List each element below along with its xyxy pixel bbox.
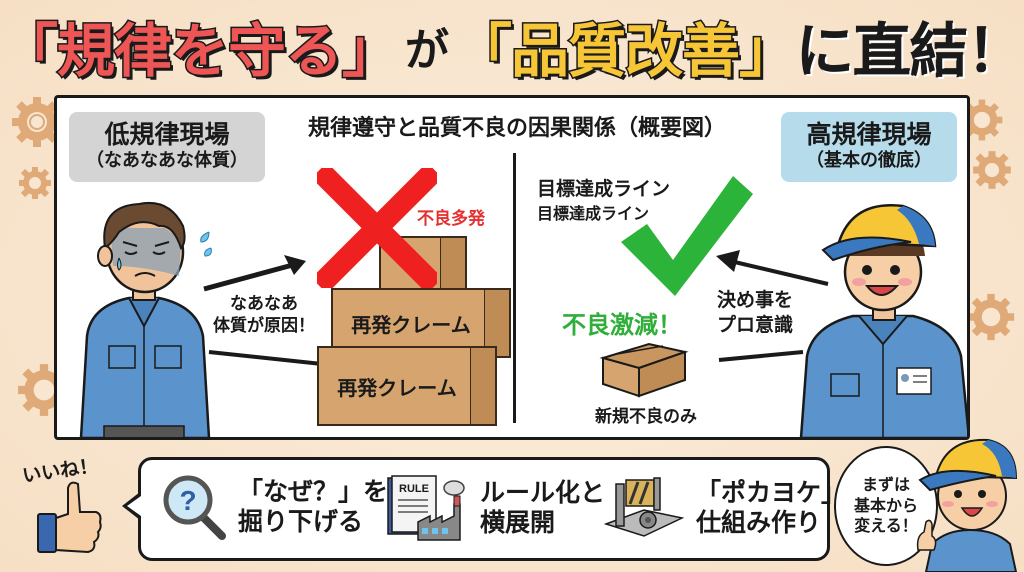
title-part-direct: に直結！: [796, 17, 1024, 86]
speech-line3: 変える！: [854, 516, 918, 536]
high-discipline-label: 高規律現場 （基本の徹底）: [781, 112, 957, 182]
high-cause-line2: プロ意識: [717, 313, 794, 336]
low-label-sub: （なあなあな体質）: [86, 150, 248, 171]
high-cause-text: 決め事を プロ意識: [717, 288, 793, 337]
tip-pokayoke-text: 「ポカヨケ」 仕組み作り: [696, 478, 846, 538]
tip-rules-text: ルール化と 横展開: [480, 478, 605, 538]
tip-rules-line2: 横展開: [480, 508, 556, 537]
svg-text:?: ?: [179, 485, 196, 516]
tip-rules-line1: ルール化と: [480, 478, 606, 507]
goal-line-2: 目標達成ライン: [537, 204, 650, 223]
claim-box-label: 再発クレーム: [337, 375, 457, 400]
high-cause-line1: 決め事を: [717, 289, 794, 311]
tip-why-text: 「なぜ？」を 掘り下げる: [238, 477, 388, 537]
red-x-icon: [317, 168, 437, 288]
goal-line-1: 目標達成ライン: [537, 178, 671, 200]
tip-rules: RULE ルール化と 横展開: [384, 474, 605, 542]
bubble-tail-inner: [127, 496, 141, 516]
arrow-icon: [716, 250, 829, 286]
tip-pokayoke: 「ポカヨケ」 仕組み作り: [604, 474, 846, 542]
green-check-icon: [621, 176, 753, 296]
speech-line1: まずは: [861, 474, 910, 494]
gear-icon: [967, 293, 1015, 341]
thumbs-up-icon: [37, 481, 102, 554]
center-divider: [513, 153, 516, 423]
gear-icon: [961, 99, 1003, 141]
defect-reduced-label: 不良激減！: [562, 311, 682, 339]
tip-why-line2: 掘り下げる: [238, 507, 364, 536]
low-cause-text: なあなあ 体質が原因！: [209, 293, 319, 337]
poka-yoke-jig-icon: [604, 477, 684, 537]
speech-line2: 基本から: [853, 495, 918, 515]
defect-frequent-label: 不良多発: [417, 209, 485, 229]
sad-worker-illustration: [79, 202, 212, 437]
low-label-main: 低規律現場: [104, 120, 230, 149]
comparison-panel: 規律遵守と品質不良の因果関係（概要図） 低規律現場 （なあなあな体質）: [54, 95, 970, 440]
mascot-worker-illustration: [916, 438, 1018, 572]
magnifier-question-icon: ?: [163, 475, 226, 540]
tips-bubble: [138, 457, 830, 561]
happy-worker-illustration: [799, 204, 967, 437]
gear-icon: [973, 151, 1011, 189]
low-cause-line1: なあなあ: [230, 294, 298, 314]
claim-box-label: 再発クレーム: [351, 312, 471, 337]
claim-box-bottom: 再発クレーム: [317, 346, 497, 426]
title-part-ga: が: [405, 25, 449, 76]
high-label-sub: （基本の徹底）: [806, 150, 932, 171]
single-box-icon: [599, 342, 689, 398]
gear-icon: [12, 97, 62, 147]
arrow-icon: [203, 255, 306, 292]
page-title: 「規律を守る」 が 「品質改善」 に直結！: [0, 6, 1024, 87]
rulebook-factory-icon: RULE: [387, 475, 465, 541]
tip-pokayoke-line1: 「ポカヨケ」: [696, 478, 847, 507]
pointer-line: [718, 350, 804, 362]
tip-pokayoke-line2: 仕組み作り: [696, 508, 822, 537]
tip-why-line1: 「なぜ？」を: [238, 477, 389, 506]
high-label-main: 高規律現場: [806, 120, 932, 149]
new-defect-only-label: 新規不良のみ: [595, 407, 697, 427]
low-cause-line2: 体質が原因！: [213, 316, 315, 337]
title-part-quality: 「品質改善」: [453, 16, 799, 87]
rule-text: RULE: [399, 483, 429, 495]
low-discipline-label: 低規律現場 （なあなあな体質）: [69, 112, 265, 182]
gear-icon: [19, 167, 51, 199]
panel-subtitle: 規律遵守と品質不良の因果関係（概要図）: [307, 116, 726, 141]
pointer-line: [208, 350, 323, 366]
title-part-discipline: 「規律を守る」: [0, 16, 402, 87]
tip-why: ? 「なぜ？」を 掘り下げる: [162, 474, 388, 540]
